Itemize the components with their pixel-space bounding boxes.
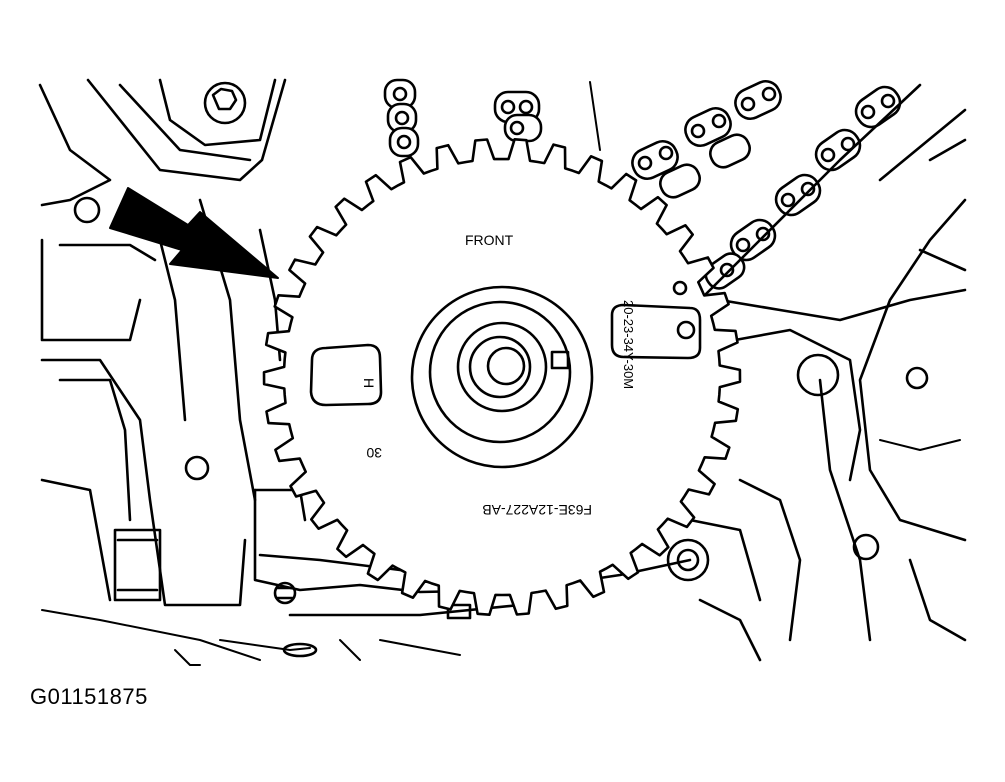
h-mark: H bbox=[361, 378, 377, 388]
lower-bracket bbox=[219, 488, 692, 661]
mark-30: 30 bbox=[366, 445, 382, 461]
figure-id: G01151875 bbox=[30, 684, 148, 709]
crankshaft-sprocket: FRONT F63E-12A227-AB 20-23-34Y-30M H 30 bbox=[262, 138, 742, 616]
part-number-label: F63E-12A227-AB bbox=[482, 502, 592, 518]
front-label: FRONT bbox=[465, 232, 514, 248]
indicator-arrow-icon bbox=[109, 187, 279, 279]
timing-chain bbox=[383, 78, 922, 302]
engine-block-left bbox=[38, 78, 287, 666]
side-code-label: 20-23-34Y-30M bbox=[621, 300, 636, 389]
engine-block-right bbox=[589, 81, 967, 662]
